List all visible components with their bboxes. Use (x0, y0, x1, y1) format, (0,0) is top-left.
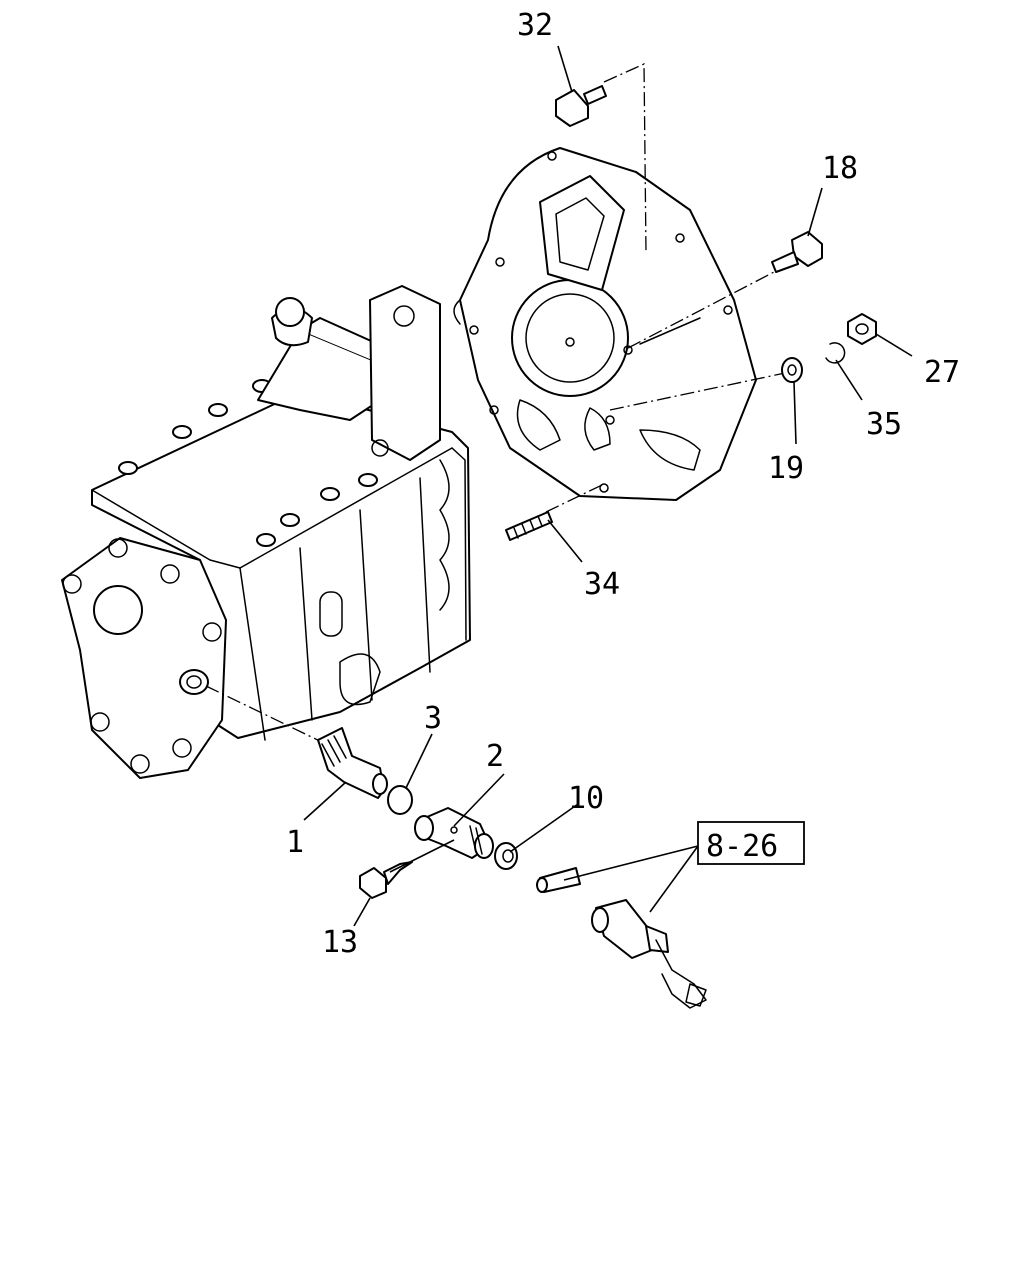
callout-27: 27 (924, 355, 960, 390)
reference-label: 8-26 (706, 829, 778, 864)
callout-32: 32 (517, 8, 553, 43)
stud-34 (505, 511, 553, 541)
alignment-centerlines (205, 62, 791, 745)
callout-18: 18 (822, 151, 858, 186)
callout-3: 3 (424, 701, 442, 736)
nut-27 (847, 313, 877, 345)
lock-washer-35 (825, 342, 846, 364)
sleeve-2 (414, 807, 494, 859)
o-ring-3 (387, 785, 413, 815)
transmission-case (61, 285, 471, 779)
callout-35: 35 (866, 407, 902, 442)
callout-13: 13 (322, 925, 358, 960)
callout-2: 2 (486, 739, 504, 774)
callout-10: 10 (568, 781, 604, 816)
speed-sensor-assembly (536, 867, 707, 1009)
callout-34: 34 (584, 567, 620, 602)
leader-lines (303, 45, 913, 927)
bolt-18 (771, 231, 823, 273)
shift-tower (257, 297, 389, 421)
washer-19 (781, 357, 803, 383)
reference-box-8-26: 8-26 (697, 821, 805, 865)
seal-10 (494, 842, 518, 870)
bolt-13 (359, 861, 413, 899)
callout-19: 19 (768, 451, 804, 486)
bolt-32 (555, 85, 607, 127)
callout-1: 1 (286, 825, 304, 860)
driven-gear-shaft-1 (317, 727, 388, 799)
callout-labels: 32 18 27 35 19 34 3 2 10 1 13 (286, 8, 960, 960)
clutch-housing (453, 147, 757, 501)
